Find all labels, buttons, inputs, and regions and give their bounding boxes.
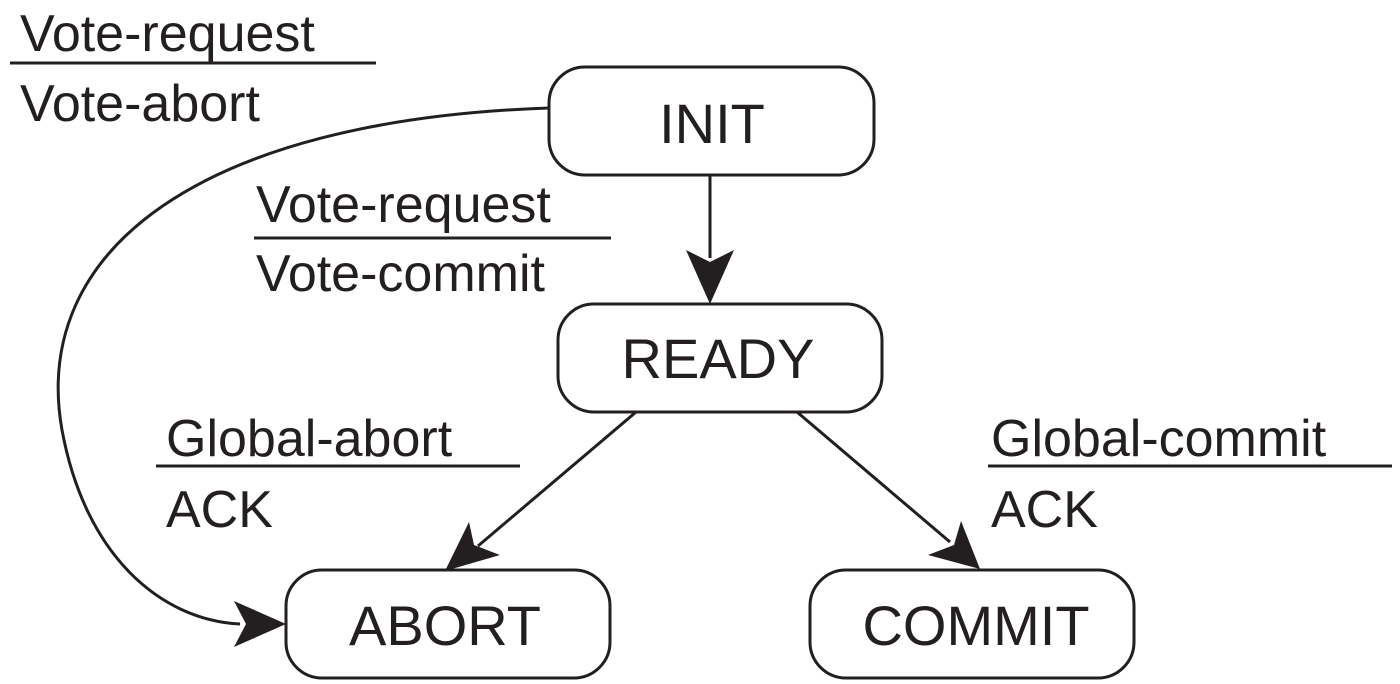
state-abort: ABORT [284, 568, 612, 680]
edge-ready-to-abort [445, 410, 637, 571]
state-init: INIT [547, 65, 876, 177]
edge-init-to-ready-arrowhead [686, 250, 734, 304]
state-ready: READY [556, 302, 884, 414]
label-ready-to-abort: Global-abort ACK [156, 410, 520, 539]
label-init-to-abort-action: Vote-abort [20, 75, 260, 133]
edge-init-to-abort [56, 106, 550, 647]
edge-init-to-abort-arrowhead [234, 601, 286, 647]
state-ready-label: READY [622, 327, 815, 390]
state-abort-box [284, 568, 612, 680]
state-commit-label: COMMIT [862, 594, 1089, 657]
label-init-to-ready: Vote-request Vote-commit [254, 176, 611, 303]
edge-ready-to-commit-arrowhead [928, 521, 980, 569]
label-ready-to-commit-event: Global-commit [991, 410, 1327, 468]
label-init-to-ready-event: Vote-request [256, 176, 551, 234]
label-ready-to-abort-action: ACK [166, 481, 273, 539]
edge-ready-to-abort-arrowhead [445, 522, 500, 571]
label-ready-to-commit: Global-commit ACK [988, 410, 1392, 539]
state-init-box [547, 65, 876, 177]
label-ready-to-commit-action: ACK [991, 481, 1098, 539]
edge-ready-to-abort-line [477, 410, 637, 548]
edge-ready-to-commit-line [796, 410, 951, 544]
edge-init-to-abort-line [56, 106, 550, 626]
state-commit: COMMIT [808, 568, 1136, 680]
label-init-to-abort-event: Vote-request [20, 5, 315, 63]
edge-ready-to-commit [796, 410, 980, 569]
state-commit-box [808, 568, 1136, 680]
edge-init-to-ready [686, 175, 734, 304]
state-init-label: INIT [659, 92, 765, 155]
label-ready-to-abort-event: Global-abort [166, 410, 453, 468]
state-ready-box [556, 302, 884, 414]
label-init-to-ready-action: Vote-commit [256, 245, 546, 303]
state-abort-label: ABORT [349, 594, 541, 657]
label-init-to-abort: Vote-request Vote-abort [10, 5, 376, 133]
